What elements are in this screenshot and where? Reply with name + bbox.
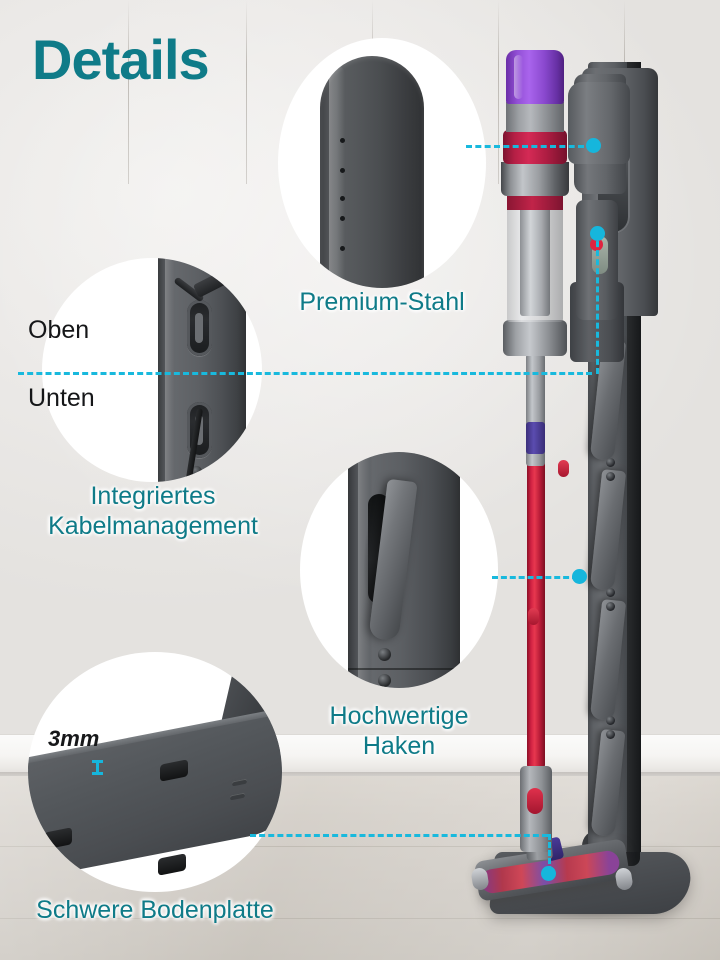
floor-plank <box>246 0 247 184</box>
connector-line-bodenplatte <box>250 834 548 837</box>
baseboard-shadow <box>0 772 720 779</box>
callout-label-haken-line2: Haken <box>362 732 436 760</box>
floor-plank <box>498 0 499 184</box>
connector-dot-bodenplatte <box>541 866 556 881</box>
stand-screw <box>606 472 615 481</box>
divider-oben-unten <box>18 372 244 375</box>
callout-label-bodenplatte: Schwere Bodenplatte <box>36 896 274 924</box>
vacuum-bin-red-band <box>507 194 563 210</box>
page-title: Details <box>32 28 210 91</box>
cable-slot-inner <box>195 313 203 343</box>
steel-hole <box>340 168 345 173</box>
callout-label-haken-line1: Hochwertige <box>329 702 469 730</box>
stand-screw <box>606 730 615 739</box>
stand-screw <box>606 588 615 597</box>
connector-line-kabelmanagement <box>238 372 592 375</box>
callout-annotation-unten: Unten <box>28 384 95 412</box>
floor-seam <box>0 846 720 847</box>
hook-screw <box>378 648 391 661</box>
vacuum-wand-purple-band <box>526 422 545 454</box>
steel-hole <box>340 246 345 251</box>
cable-slot-upper <box>187 300 212 356</box>
base-plate-foot <box>158 853 186 876</box>
vacuum-bin-release <box>558 460 569 477</box>
stand-screw <box>606 716 615 725</box>
callout-label-kabelmanagement-line1: Integriertes <box>90 482 216 510</box>
hook-screw <box>378 674 391 687</box>
connector-dot-haken <box>572 569 587 584</box>
connector-line-premium-stahl <box>466 145 584 148</box>
callout-annotation-oben: Oben <box>28 316 90 344</box>
connector-dot-kabelmanagement <box>590 226 605 241</box>
connector-line-kabelmanagement-vertical <box>596 232 599 374</box>
vacuum-bin-core <box>520 200 550 316</box>
callout-premium-stahl <box>278 38 486 288</box>
connector-line-bodenplatte-vertical <box>548 834 551 872</box>
callout-kabelmanagement <box>42 258 262 482</box>
connector-line-haken <box>492 576 578 579</box>
vacuum-bin-top-cap <box>506 50 564 104</box>
hook-post-seam <box>348 668 460 670</box>
vacuum-bin-base <box>503 320 567 356</box>
product-image <box>470 40 720 940</box>
callout-label-kabelmanagement-line2: Kabelmanagement <box>48 512 258 540</box>
post-screw <box>191 466 202 477</box>
connector-dot-premium-stahl <box>586 138 601 153</box>
steel-hole <box>340 284 345 288</box>
floor-plank <box>128 0 129 184</box>
steel-hole <box>340 196 345 201</box>
vacuum-motor-housing <box>568 82 630 164</box>
vacuum-cyclone-array <box>501 162 569 196</box>
measurement-tick <box>92 760 103 775</box>
steel-tube-illustration <box>320 56 424 288</box>
stand-screw <box>606 602 615 611</box>
vacuum-wand-button <box>528 608 539 625</box>
vacuum-collar <box>506 102 564 132</box>
measurement-label-3mm: 3mm <box>48 726 100 751</box>
callout-haken <box>300 452 498 688</box>
steel-hole <box>340 216 345 221</box>
stand-screw <box>606 458 615 467</box>
vacuum-release-button <box>527 788 543 814</box>
floor-seam <box>0 918 720 919</box>
steel-hole <box>340 138 345 143</box>
callout-label-premium-stahl: Premium-Stahl <box>299 288 465 316</box>
post-screw <box>191 258 202 265</box>
callout-bodenplatte <box>28 652 282 892</box>
